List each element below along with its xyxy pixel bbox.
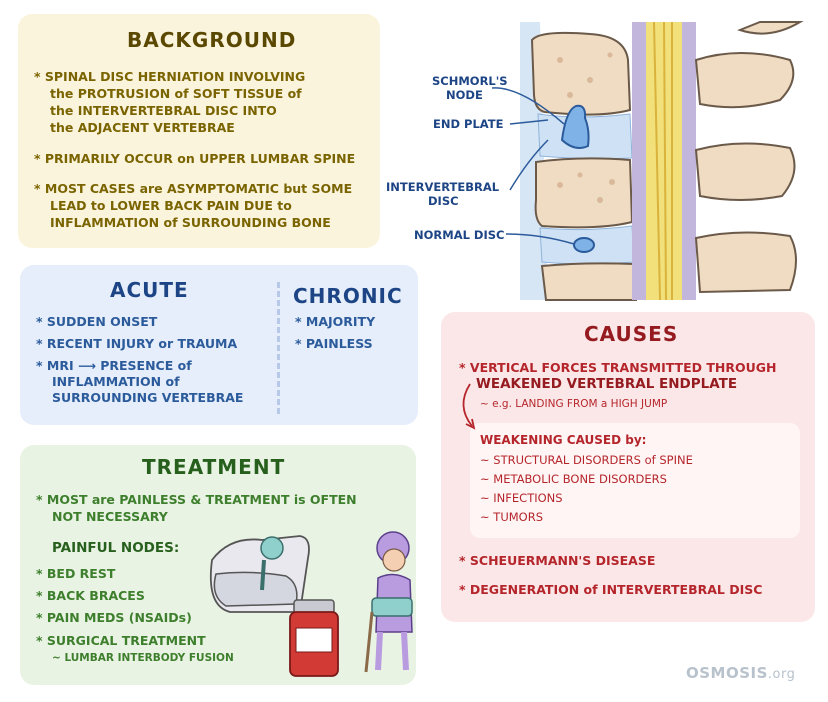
acute-item-1: * SUDDEN ONSET <box>36 314 158 329</box>
acute-item-2: * RECENT INJURY or TRAUMA <box>36 336 238 351</box>
background-item-2: * PRIMARILY OCCUR on UPPER LUMBAR SPINE <box>34 151 356 166</box>
chronic-title: CHRONIC <box>293 284 403 308</box>
weakening-item-1: ~ STRUCTURAL DISORDERS of SPINE <box>480 453 693 467</box>
schmorl-node-label-line-2: NODE <box>446 88 483 102</box>
chronic-item-1: * MAJORITY <box>295 314 376 329</box>
background-item-3-line-2: LEAD to LOWER BACK PAIN DUE to <box>50 198 292 213</box>
causes-title: CAUSES <box>584 322 679 346</box>
painful-item-2: * BACK BRACES <box>36 588 145 603</box>
background-item-1-line-1: * SPINAL DISC HERNIATION INVOLVING <box>34 69 306 84</box>
background-item-1-line-4: the ADJACENT VERTEBRAE <box>50 120 235 135</box>
background-panel <box>18 14 380 248</box>
spine-illustration <box>491 21 810 301</box>
background-item-1-line-2: the PROTRUSION of SOFT TISSUE of <box>50 86 302 101</box>
bed-rest-illustration <box>209 535 310 613</box>
causes-item-1-line-1: * VERTICAL FORCES TRANSMITTED THROUGH <box>459 360 777 375</box>
normal-disc-label: NORMAL DISC <box>414 228 505 242</box>
schmorl-node-label-line-1: SCHMORL'S <box>432 74 508 88</box>
osmosis-logo-name: OSMOSIS <box>686 664 768 682</box>
weakening-item-2: ~ METABOLIC BONE DISORDERS <box>480 472 667 486</box>
acute-title: ACUTE <box>110 278 189 302</box>
chronic-item-2: * PAINLESS <box>295 336 373 351</box>
weakening-item-3: ~ INFECTIONS <box>480 491 563 505</box>
background-title: BACKGROUND <box>127 28 297 52</box>
treatment-title: TREATMENT <box>142 455 286 479</box>
osmosis-logo-suffix: .org <box>767 667 796 682</box>
panel-divider <box>277 282 280 414</box>
acute-item-3-line-3: SURROUNDING VERTEBRAE <box>52 390 244 405</box>
osmosis-logo: OSMOSIS.org <box>686 664 795 682</box>
acute-item-3-line-2: INFLAMMATION of <box>52 374 180 389</box>
causes-arrow <box>462 383 473 427</box>
painful-nodes-heading: PAINFUL NODES: <box>52 540 180 556</box>
acute-item-3: * MRI ⟶ PRESENCE of <box>36 358 192 373</box>
painful-item-1: * BED REST <box>36 566 116 581</box>
treatment-item-1-line-2: NOT NECESSARY <box>52 509 168 524</box>
weakening-heading: WEAKENING CAUSED by: <box>480 433 647 447</box>
causes-item-2: * SCHEUERMANN'S DISEASE <box>459 553 656 568</box>
acute-chronic-panel <box>20 265 418 425</box>
pain-meds-bottle-illustration <box>289 599 339 677</box>
intervertebral-disc-label-line-2: DISC <box>428 194 459 208</box>
causes-item-1-line-2: WEAKENED VERTEBRAL ENDPLATE <box>476 376 738 392</box>
back-brace-illustration <box>364 531 413 673</box>
weakening-item-4: ~ TUMORS <box>480 510 543 524</box>
end-plate-label: END PLATE <box>433 117 504 131</box>
background-item-3-line-3: INFLAMMATION of SURROUNDING BONE <box>50 215 331 230</box>
background-item-1-line-3: the INTERVERTEBRAL DISC INTO <box>50 103 277 118</box>
painful-item-4: * SURGICAL TREATMENT <box>36 633 206 648</box>
causes-example: ~ e.g. LANDING FROM a HIGH JUMP <box>480 398 668 410</box>
surgical-note: ~ LUMBAR INTERBODY FUSION <box>52 652 234 664</box>
intervertebral-disc-label-line-1: INTERVERTEBRAL <box>386 180 500 194</box>
causes-item-3: * DEGENERATION of INTERVERTEBRAL DISC <box>459 582 763 597</box>
painful-item-3: * PAIN MEDS (NSAIDs) <box>36 610 192 625</box>
weakening-box <box>470 423 800 538</box>
background-item-3-line-1: * MOST CASES are ASYMPTOMATIC but SOME <box>34 181 353 196</box>
treatment-item-1-line-1: * MOST are PAINLESS & TREATMENT is OFTEN <box>36 492 357 507</box>
